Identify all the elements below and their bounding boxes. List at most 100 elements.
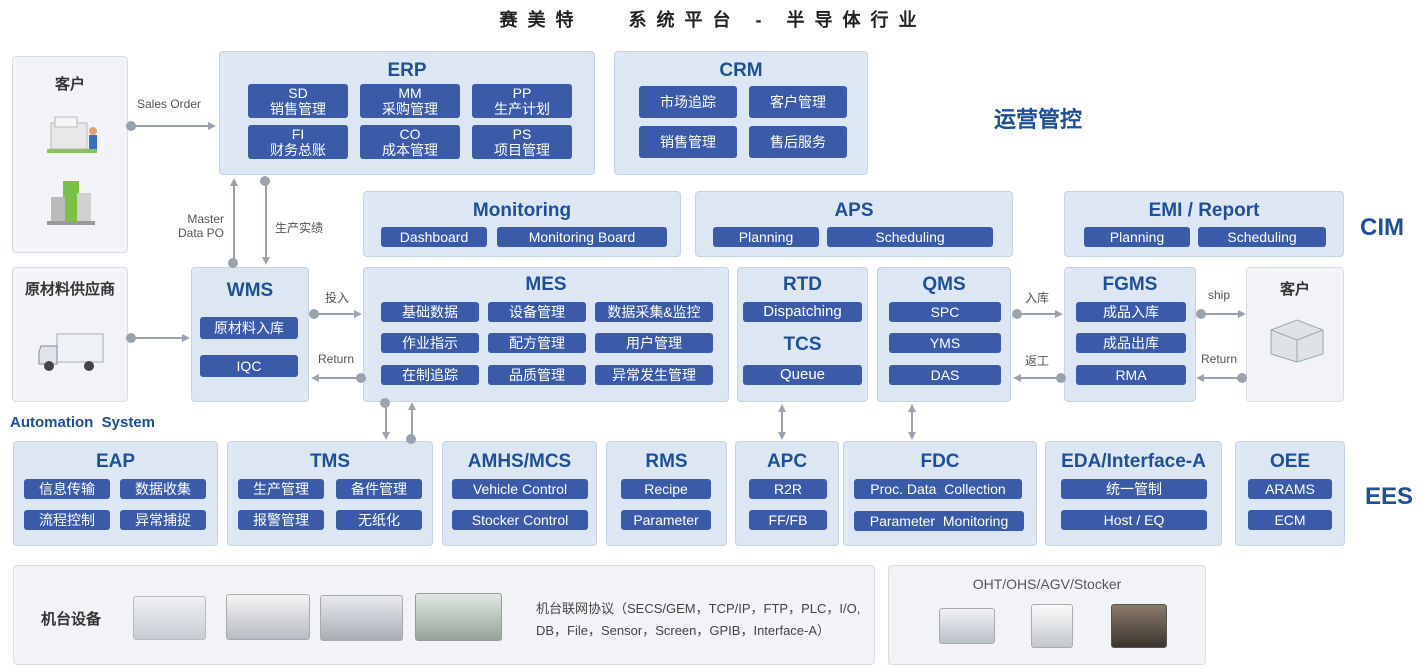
master-data-line: [233, 186, 235, 262]
erp-mm-button[interactable]: MM 采购管理: [360, 84, 460, 118]
rms-parameter-button[interactable]: Parameter: [621, 510, 711, 530]
mes-user-button[interactable]: 用户管理: [595, 333, 713, 353]
warehouse-in-label: 入库: [1025, 291, 1050, 305]
rms-panel: RMS Recipe Parameter: [606, 441, 727, 546]
crm-market-button[interactable]: 市场追踪: [639, 86, 737, 118]
mes-quality-button[interactable]: 品质管理: [488, 365, 586, 385]
page-title: 赛美特 系统平台 - 半导体行业: [499, 10, 927, 30]
eap-panel: EAP 信息传输 数据收集 流程控制 异常捕捉: [13, 441, 218, 546]
eap-flow-button[interactable]: 流程控制: [24, 510, 110, 530]
qms-fdc-line: [911, 411, 913, 433]
erp-co-button[interactable]: CO 成本管理: [360, 125, 460, 159]
crm-aftersales-button[interactable]: 售后服务: [749, 126, 847, 158]
amhs-vehicle-button[interactable]: Vehicle Control: [452, 479, 588, 499]
mes-datacollect-button[interactable]: 数据采集&监控: [595, 302, 713, 322]
mes-basedata-button[interactable]: 基础数据: [381, 302, 479, 322]
crm-panel: CRM 市场追踪 客户管理 销售管理 售后服务: [614, 51, 868, 175]
erp-sd-button[interactable]: SD 销售管理: [248, 84, 348, 118]
return-right-label: Return: [1201, 352, 1238, 366]
qms-das-button[interactable]: DAS: [889, 365, 1001, 385]
warehouse-in-line: [1017, 313, 1056, 315]
aps-scheduling-button[interactable]: Scheduling: [827, 227, 993, 247]
arrow-left: [1196, 374, 1204, 382]
mes-recipe-button[interactable]: 配方管理: [488, 333, 586, 353]
fdc-monitoring-button[interactable]: Parameter Monitoring: [854, 511, 1024, 531]
production-result-label: 生产实绩: [275, 221, 324, 235]
mes-equipment-button[interactable]: 设备管理: [488, 302, 586, 322]
emi-panel: EMI / Report Planning Scheduling: [1064, 191, 1344, 257]
connector-dot: [406, 434, 416, 444]
wms-inbound-button[interactable]: 原材料入库: [200, 317, 298, 339]
rms-title: RMS: [645, 451, 688, 472]
fgms-panel: FGMS 成品入库 成品出库 RMA: [1064, 267, 1196, 402]
qms-yms-button[interactable]: YMS: [889, 333, 1001, 353]
erp-pp-button[interactable]: PP 生产计划: [472, 84, 572, 118]
return-right-line: [1203, 377, 1239, 379]
master-data-label: Master Data PO: [178, 212, 225, 240]
layer-label-ops: 运营管控: [994, 107, 1083, 132]
mes-instruction-button[interactable]: 作业指示: [381, 333, 479, 353]
tms-alarm-button[interactable]: 报警管理: [238, 510, 324, 530]
amhs-panel: AMHS/MCS Vehicle Control Stocker Control: [442, 441, 597, 546]
qms-panel: QMS SPC YMS DAS: [877, 267, 1011, 402]
tms-spareparts-button[interactable]: 备件管理: [336, 479, 422, 499]
return-left-label: Return: [318, 352, 355, 366]
input-line: [314, 313, 354, 315]
mes-wip-button[interactable]: 在制追踪: [381, 365, 479, 385]
fdc-panel: FDC Proc. Data Collection Parameter Moni…: [843, 441, 1037, 546]
monitoring-dashboard-button[interactable]: Dashboard: [381, 227, 487, 247]
tms-paperless-button[interactable]: 无纸化: [336, 510, 422, 530]
monitoring-title: Monitoring: [472, 200, 572, 221]
apc-fffb-button[interactable]: FF/FB: [749, 510, 827, 530]
connector-dot: [1237, 373, 1247, 383]
rework-line: [1020, 377, 1058, 379]
tool-image-1: [133, 596, 206, 640]
eap-title: EAP: [95, 451, 136, 472]
fgms-inbound-button[interactable]: 成品入库: [1076, 302, 1186, 322]
apc-r2r-button[interactable]: R2R: [749, 479, 827, 499]
supplier-line: [131, 337, 183, 339]
mes-title: MES: [525, 274, 567, 295]
eap-exception-button[interactable]: 异常捕捉: [120, 510, 206, 530]
tms-production-button[interactable]: 生产管理: [238, 479, 324, 499]
connector-dot: [1056, 373, 1066, 383]
oee-ecm-button[interactable]: ECM: [1248, 510, 1332, 530]
sales-order-label: Sales Order: [137, 97, 202, 111]
arrow-right: [208, 122, 216, 130]
tms-title: TMS: [309, 451, 351, 472]
eap-collect-button[interactable]: 数据收集: [120, 479, 206, 499]
tms-panel: TMS 生产管理 备件管理 报警管理 无纸化: [227, 441, 433, 546]
wms-iqc-button[interactable]: IQC: [200, 355, 298, 377]
arrow-right: [354, 310, 362, 318]
fgms-outbound-button[interactable]: 成品出库: [1076, 333, 1186, 353]
oee-arams-button[interactable]: ARAMS: [1248, 479, 1332, 499]
arrow-up: [908, 404, 916, 412]
arrow-down: [778, 432, 786, 440]
customer-right-panel: 客户: [1246, 267, 1344, 402]
monitoring-board-button[interactable]: Monitoring Board: [497, 227, 667, 247]
sales-order-line: [131, 125, 209, 127]
mes-exception-button[interactable]: 异常发生管理: [595, 365, 713, 385]
truck-icon: [38, 333, 104, 371]
erp-ps-button[interactable]: PS 项目管理: [472, 125, 572, 159]
fdc-collection-button[interactable]: Proc. Data Collection: [854, 479, 1022, 499]
equipment-title: 机台设备: [41, 611, 102, 628]
crm-sales-button[interactable]: 销售管理: [639, 126, 737, 158]
tcs-queue-button[interactable]: Queue: [743, 365, 862, 385]
eda-hosteq-button[interactable]: Host / EQ: [1061, 510, 1207, 530]
emi-planning-button[interactable]: Planning: [1084, 227, 1190, 247]
warehouse-icon: [1270, 319, 1324, 363]
eda-unified-button[interactable]: 统一管制: [1061, 479, 1207, 499]
rtd-dispatching-button[interactable]: Dispatching: [743, 302, 862, 322]
amhs-stocker-button[interactable]: Stocker Control: [452, 510, 588, 530]
rms-recipe-button[interactable]: Recipe: [621, 479, 711, 499]
emi-scheduling-button[interactable]: Scheduling: [1198, 227, 1326, 247]
layer-label-cim: CIM: [1360, 214, 1404, 241]
crm-customer-button[interactable]: 客户管理: [749, 86, 847, 118]
aps-planning-button[interactable]: Planning: [713, 227, 819, 247]
qms-spc-button[interactable]: SPC: [889, 302, 1001, 322]
eap-info-button[interactable]: 信息传输: [24, 479, 110, 499]
fgms-rma-button[interactable]: RMA: [1076, 365, 1186, 385]
crm-title: CRM: [719, 60, 763, 81]
erp-fi-button[interactable]: FI 财务总账: [248, 125, 348, 159]
